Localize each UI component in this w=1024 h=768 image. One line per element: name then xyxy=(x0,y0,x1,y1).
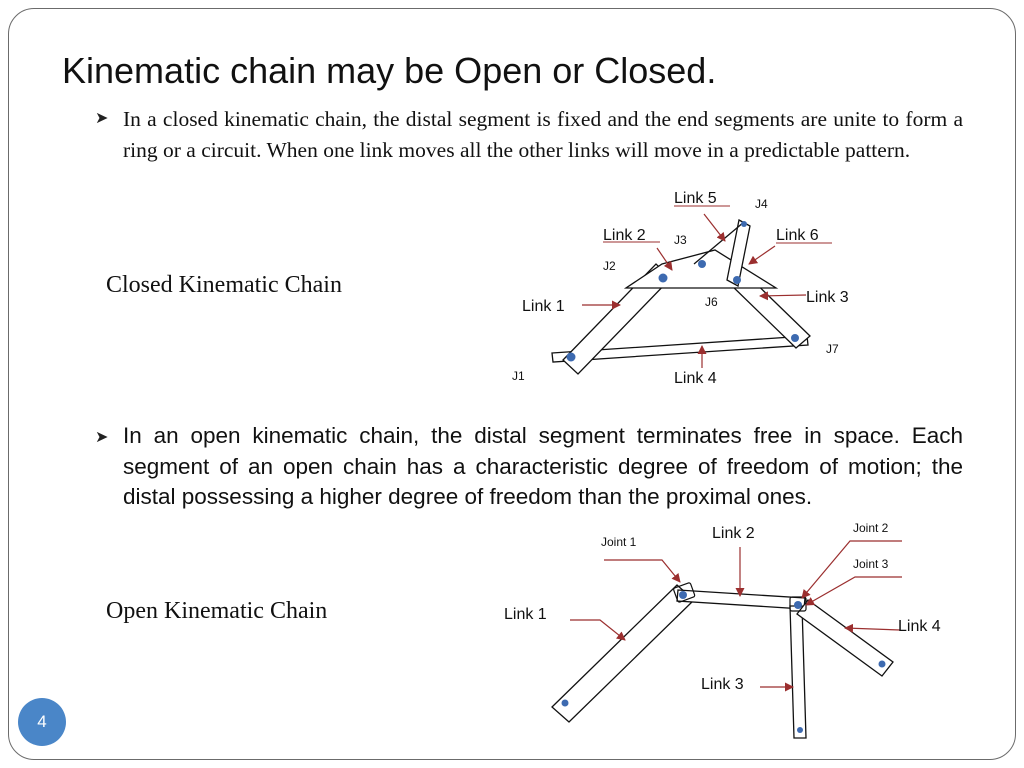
closed-link-4-label: Link 4 xyxy=(674,370,717,387)
joint-3-label: Joint 3 xyxy=(853,557,889,571)
closed-chain-label: Closed Kinematic Chain xyxy=(106,272,342,298)
closed-link-5-brace xyxy=(693,221,745,265)
open-chain-bullet-text: In an open kinematic chain, the distal s… xyxy=(123,423,963,509)
closed-link-2-label: Link 2 xyxy=(603,227,646,244)
joint-1-arrow xyxy=(604,559,681,583)
bullet-arrow-icon: ➤ xyxy=(95,427,109,446)
joint-2-dot xyxy=(794,601,802,609)
link-2-arrow xyxy=(656,247,673,271)
closed-link-6-label: Link 6 xyxy=(776,227,819,244)
joint-3-arrow xyxy=(805,576,902,606)
open-link-1-label: Link 1 xyxy=(504,606,547,623)
link-1-arrow-open xyxy=(570,619,626,641)
open-link-1-bar xyxy=(551,584,695,723)
joint-j6-dot xyxy=(733,276,741,284)
open-link-4-bar xyxy=(796,599,894,677)
slide-title: Kinematic chain may be Open or Closed. xyxy=(62,50,717,91)
joint-j7-dot xyxy=(791,334,799,342)
link-3-arrow xyxy=(759,291,807,301)
open-link-2-label: Link 2 xyxy=(712,525,755,542)
closed-link-3-label: Link 3 xyxy=(806,289,849,306)
open-link-3-label: Link 3 xyxy=(701,676,744,693)
joint-j7-label: J7 xyxy=(826,342,839,356)
joint-j3-label: J3 xyxy=(674,233,687,247)
closed-link-1-label: Link 1 xyxy=(522,298,565,315)
closed-link-4-bar xyxy=(551,335,809,363)
joint-j3-dot xyxy=(698,260,706,268)
joint-j2-dot xyxy=(658,273,668,283)
joint-j4-dot xyxy=(741,221,747,227)
joint-1-box xyxy=(673,582,696,603)
joint-1-label: Joint 1 xyxy=(601,535,637,549)
link-1-end-dot xyxy=(561,699,569,707)
joint-j6-label: J6 xyxy=(705,295,718,309)
link-6-arrow xyxy=(748,245,776,265)
bullet-arrow-icon: ➤ xyxy=(95,108,109,127)
page-number-badge: 4 xyxy=(18,698,66,746)
closed-link-5-label: Link 5 xyxy=(674,190,717,207)
closed-chain-bullet-text: In a closed kinematic chain, the distal … xyxy=(123,107,963,162)
open-link-2-bar xyxy=(676,589,806,610)
joint-1-dot xyxy=(679,591,687,599)
joint-j1-dot xyxy=(566,352,576,362)
open-chain-label: Open Kinematic Chain xyxy=(106,598,328,624)
open-link-3-bar xyxy=(789,605,807,739)
joint-2-arrow xyxy=(801,540,902,599)
link-3-end-dot xyxy=(797,727,803,733)
link-4-end-dot xyxy=(878,660,886,668)
joint-j4-label: J4 xyxy=(755,197,768,211)
open-link-4-label: Link 4 xyxy=(898,618,941,635)
joint-j1-label: J1 xyxy=(512,369,525,383)
joint-2-label: Joint 2 xyxy=(853,521,889,535)
link-5-arrow xyxy=(703,213,726,242)
link-4-arrow-open xyxy=(844,623,901,633)
joint-j2-label: J2 xyxy=(603,259,616,273)
